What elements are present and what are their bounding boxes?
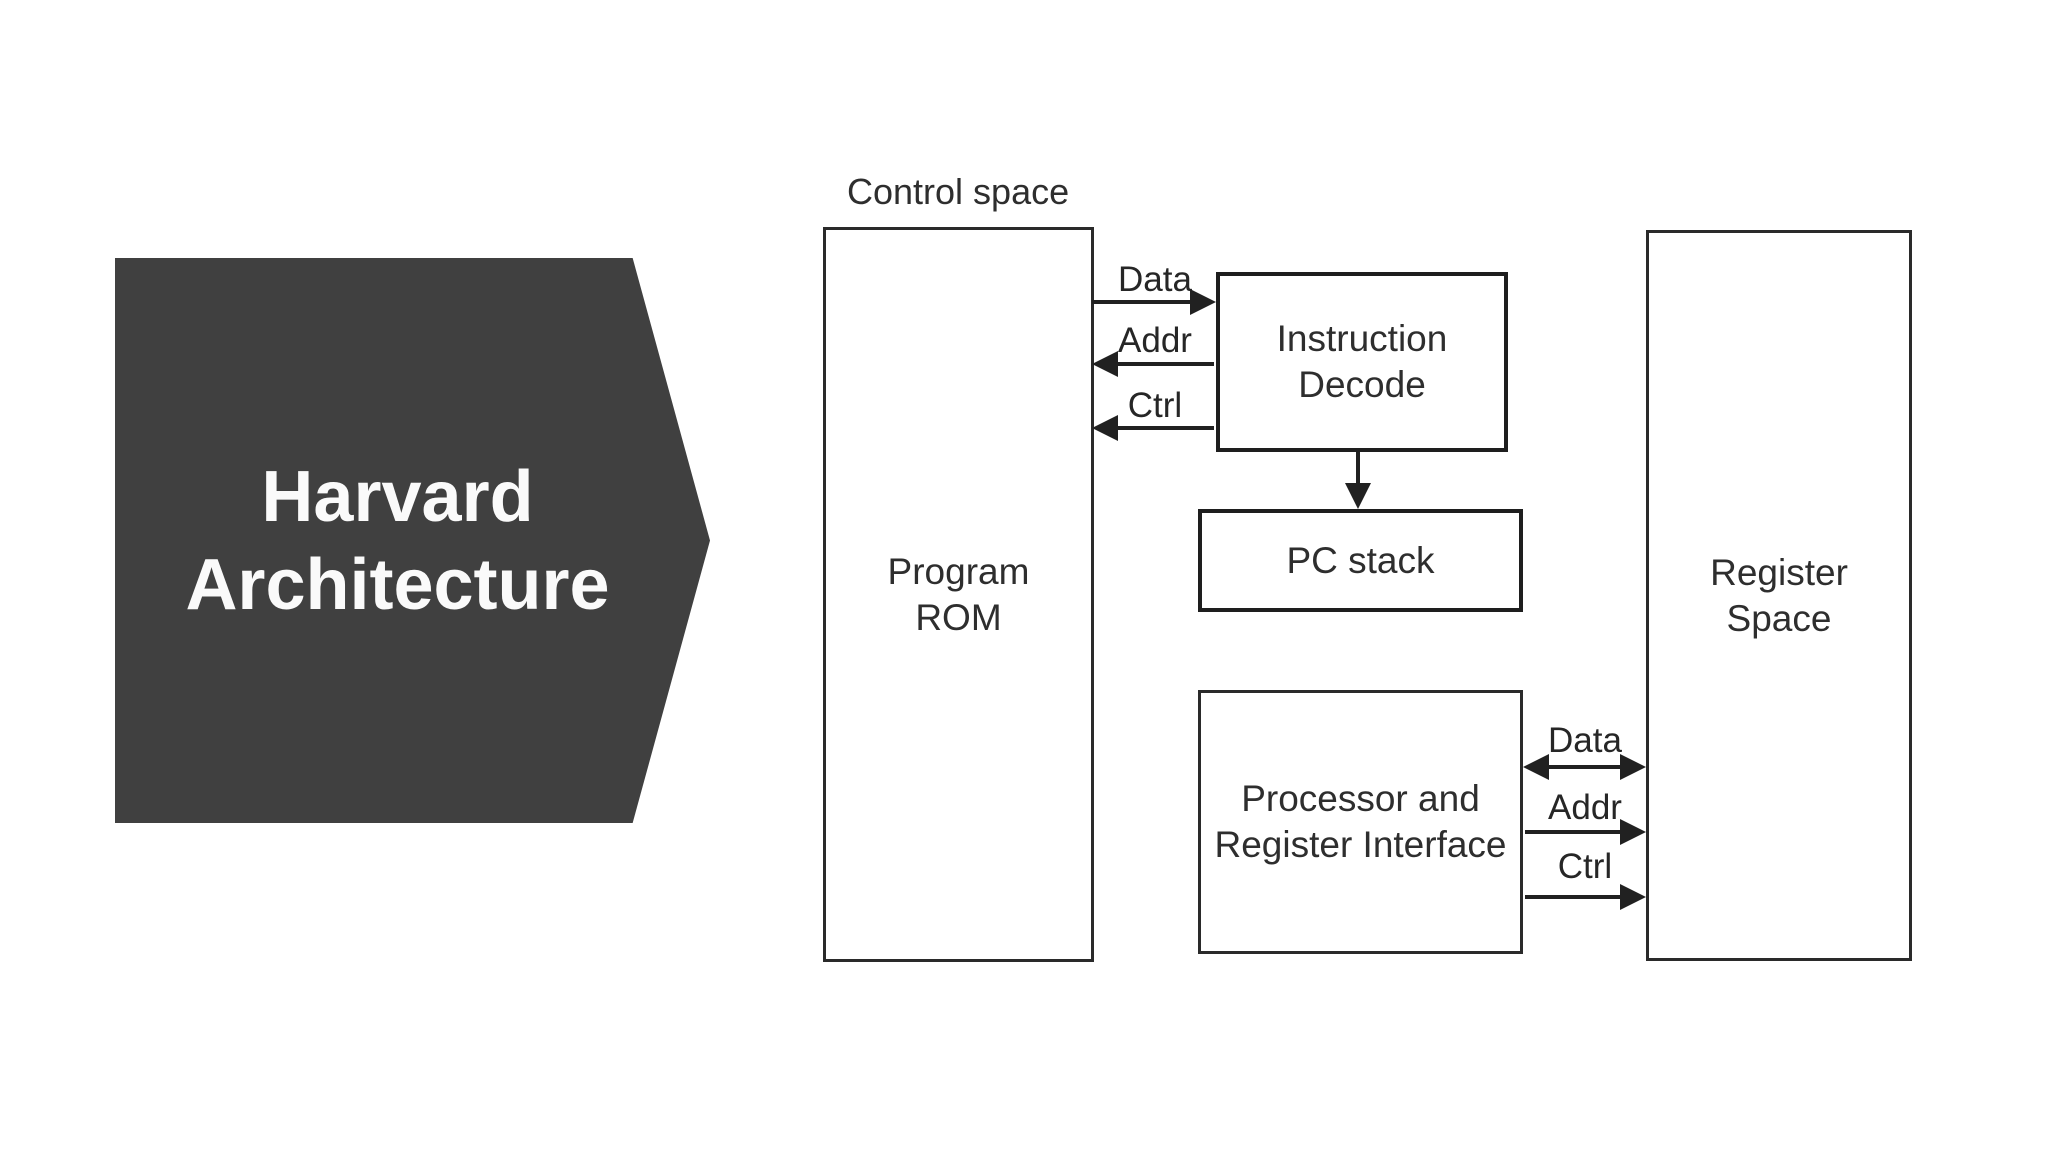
control-space-label: Control space [847,171,1070,212]
instruction-decode-label-line2: Decode [1298,364,1426,405]
decode-to-pcstack-arrow-down [1345,452,1371,509]
pc-stack-box: PC stack [1198,509,1523,612]
register-data-bus-label: Data [1548,721,1622,760]
processor-label-line2: Register Interface [1214,824,1507,865]
register-addr-bus-label: Addr [1548,788,1622,827]
control-data-bus-label: Data [1118,260,1192,299]
register-space-box: Register Space [1646,230,1912,961]
control-addr-bus-label: Addr [1118,321,1192,360]
processor-register-interface-box: Processor and Register Interface [1198,690,1523,954]
register-ctrl-bus-label: Ctrl [1557,847,1613,886]
program-rom-box: Program ROM [823,227,1094,962]
program-rom-label-line2: ROM [915,596,1002,638]
program-rom-label-line1: Program [887,550,1030,592]
title-chevron-shape: Harvard Architecture [115,258,710,823]
instruction-decode-label-line1: Instruction [1276,318,1448,359]
register-space-label-line1: Register [1710,551,1848,593]
control-ctrl-bus-label: Ctrl [1127,386,1183,425]
pc-stack-label: PC stack [1286,539,1435,581]
register-space-label-line2: Space [1726,597,1832,639]
slide-title-line2: Architecture [185,544,610,625]
register-ctrl-arrow-right [1525,884,1646,910]
slide-title-line1: Harvard [261,456,534,537]
processor-label-line1: Processor and [1241,778,1480,819]
instruction-decode-box: Instruction Decode [1216,272,1508,452]
